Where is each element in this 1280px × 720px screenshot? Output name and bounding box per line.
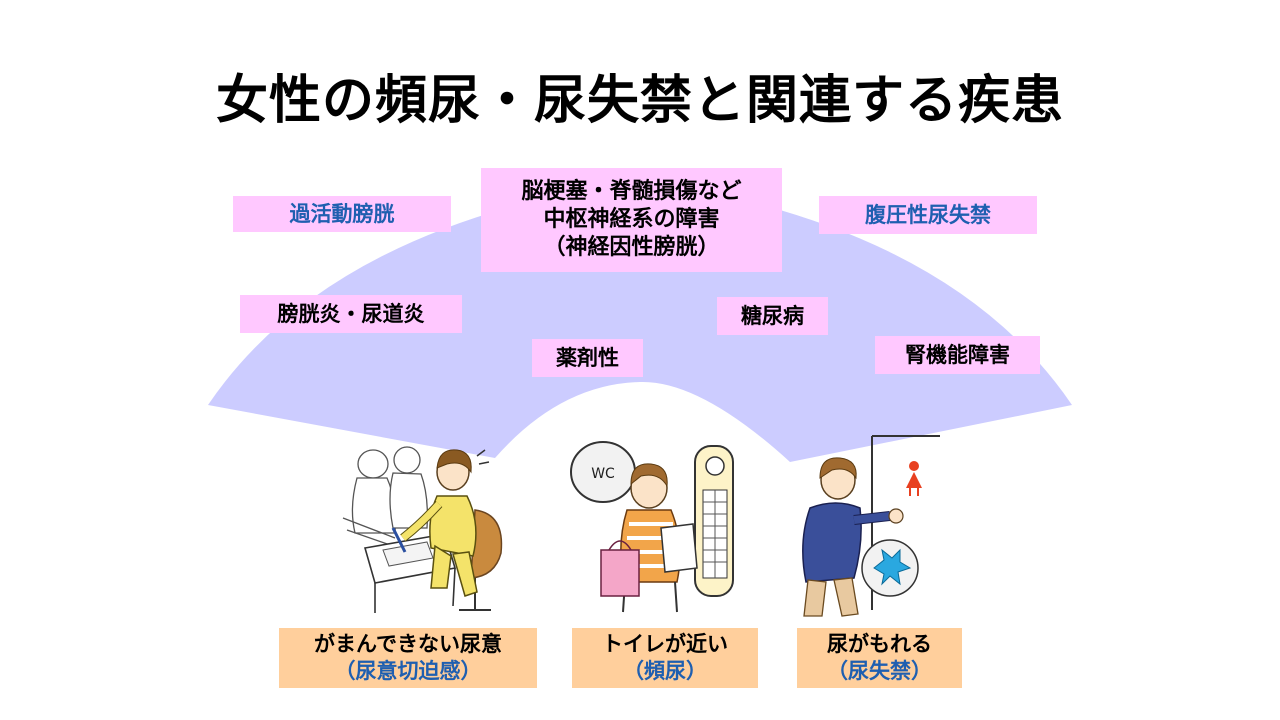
disease-renal: 腎機能障害 (875, 336, 1040, 374)
symptom-sub: （尿意切迫感） (335, 658, 482, 685)
incontinence-person-illustration (790, 432, 950, 620)
person-body (803, 503, 861, 582)
shopping-bag (601, 550, 639, 596)
restroom-sign-icon (909, 461, 919, 471)
disease-stress-incontinence: 腹圧性尿失禁 (819, 196, 1037, 234)
disease-cns-disorder: 脳梗塞・脊髄損傷など 中枢神経系の障害 （神経因性膀胱） (481, 168, 782, 272)
frequency-woman-illustration: WC (565, 432, 745, 618)
disease-label: 膀胱炎・尿道炎 (278, 301, 425, 328)
symptom-sub: （頻尿） (623, 658, 707, 685)
paper-bag (661, 524, 697, 572)
disease-medication: 薬剤性 (532, 339, 643, 377)
disease-cns-line1: 脳梗塞・脊髄損傷など (521, 178, 741, 206)
disease-overactive-bladder: 過活動膀胱 (233, 196, 451, 232)
symptom-main: トイレが近い (602, 631, 728, 658)
symptom-urgency: がまんできない尿意 （尿意切迫感） (279, 628, 537, 688)
wc-bubble-text: WC (591, 466, 615, 482)
disease-label: 腹圧性尿失禁 (865, 202, 991, 229)
symptom-frequency: トイレが近い （頻尿） (572, 628, 758, 688)
symptom-main: 尿がもれる (827, 631, 932, 658)
disease-diabetes: 糖尿病 (717, 297, 828, 335)
disease-cns-line3: （神経因性膀胱） (543, 234, 719, 262)
disease-cystitis: 膀胱炎・尿道炎 (240, 295, 462, 333)
urgency-woman-illustration (335, 438, 510, 618)
disease-label: 薬剤性 (556, 345, 619, 372)
symptom-incontinence: 尿がもれる （尿失禁） (797, 628, 962, 688)
disease-label: 糖尿病 (741, 303, 804, 330)
symptom-sub: （尿失禁） (827, 658, 932, 685)
disease-label: 腎機能障害 (905, 342, 1010, 369)
disease-cns-line2: 中枢神経系の障害 (543, 206, 719, 234)
disease-label: 過活動膀胱 (290, 201, 395, 228)
symptom-main: がまんできない尿意 (314, 631, 502, 658)
